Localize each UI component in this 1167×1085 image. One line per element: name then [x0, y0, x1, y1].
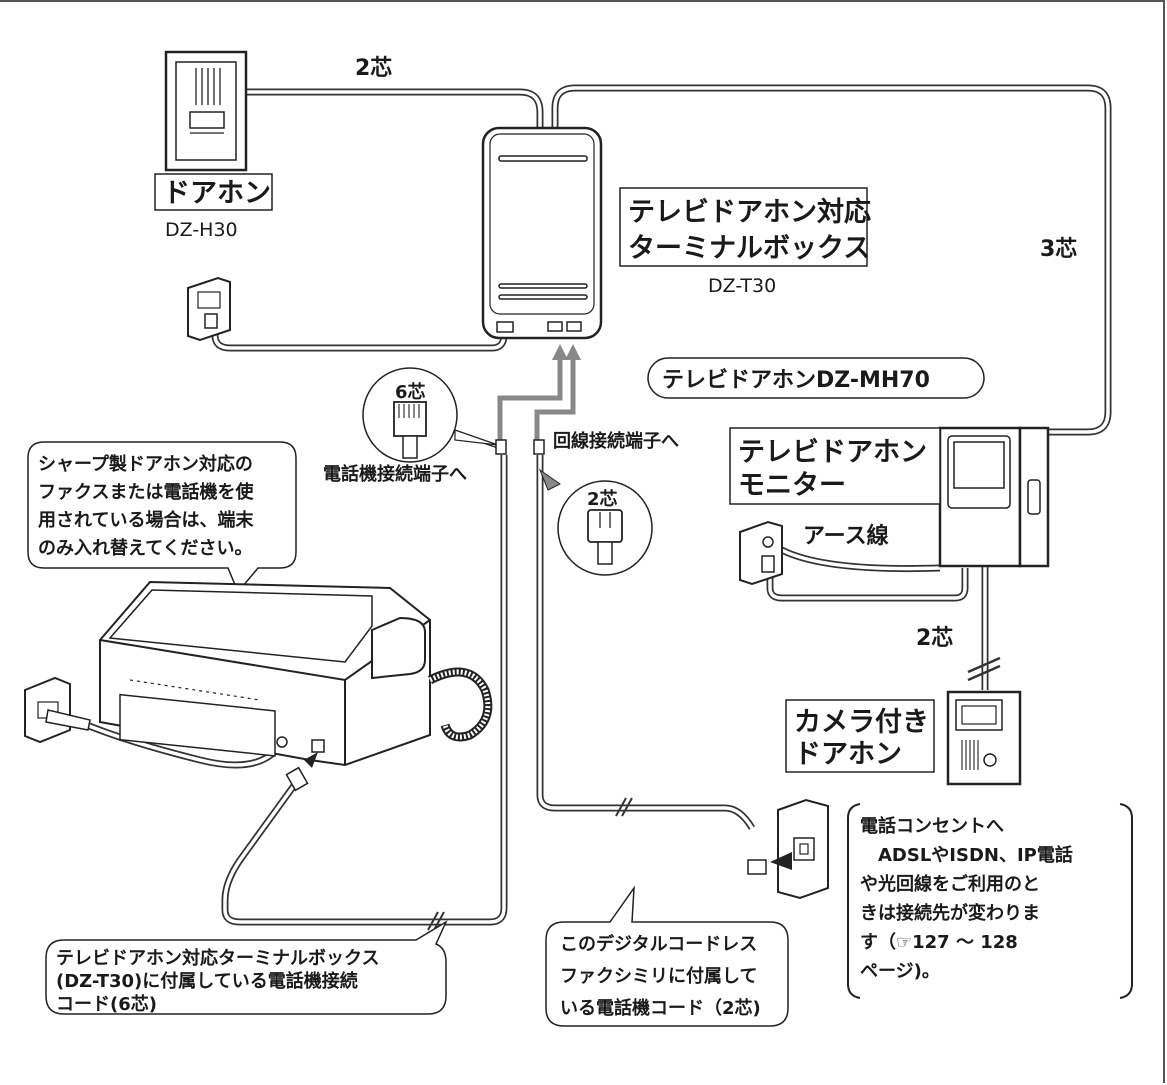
arrow-icon [304, 752, 318, 768]
outlet-note-line3: きは接続先が変わりま [860, 902, 1040, 924]
callout-sharp-line4: のみ入れ替えてください。 [38, 537, 253, 559]
cable-doorphone-to-terminal [246, 88, 544, 128]
callout-cord6-line3: コード(6芯) [56, 993, 157, 1015]
cable-6core [221, 455, 508, 926]
monitor-line1: テレビドアホン [738, 437, 927, 468]
callout-cord6-line2: (DZ-T30)に付属している電話機接続 [56, 970, 358, 992]
outlet-note-line1: ADSLやISDN、IP電話 [878, 844, 1073, 866]
monitor-device [938, 426, 1050, 568]
arrow-right-icon [770, 852, 792, 870]
callout-sharp-line2: ファクスまたは電話機を使 [38, 481, 254, 503]
doorphone-label-box: ドアホン [154, 173, 273, 211]
camera-doorphone-device [946, 690, 1022, 786]
doorphone-model: DZ-H30 [165, 219, 238, 241]
terminal-box-label-box: テレビドアホン対応 ターミナルボックス [619, 187, 871, 267]
monitor-label-box: テレビドアホン モニター [729, 427, 941, 505]
plug-6core-detail: 6芯 [362, 367, 499, 463]
outlet-note-line4: す（☞127 ～ 128 [860, 932, 1018, 953]
callout-cord6-bubble: テレビドアホン対応ターミナルボックス (DZ-T30)に付属している電話機接続 … [45, 920, 448, 1015]
monitor-line2: モニター [738, 470, 846, 501]
cable-earth [776, 544, 941, 573]
doorphone-label: ドアホン [163, 178, 271, 209]
outlet-note-title: 電話コンセントへ [860, 815, 1004, 837]
cable-monitor-power [766, 568, 969, 602]
callout-cord6-line1: テレビドアホン対応ターミナルボックス [56, 947, 379, 969]
cable-fax-power [73, 716, 283, 769]
terminal-box-line2: ターミナルボックス [628, 233, 870, 264]
arrow-up-icon [565, 344, 581, 360]
plug-2core-detail: 2芯 [538, 468, 653, 576]
callout-cord2-line1: このデジタルコードレス [560, 933, 757, 955]
port-6core-icon [495, 439, 507, 455]
callout-sharp-line1: シャープ製ドアホン対応の [38, 453, 253, 475]
callout-cord2-line2: ファクシミリに付属して [560, 965, 757, 987]
phone-outlet-icon [747, 798, 829, 900]
plug-2core-caption: 回線接続端子へ [553, 430, 679, 452]
fax-machine-illustration [24, 580, 493, 792]
cable-2core [536, 455, 756, 830]
tv-doorphone-title-pill: テレビドアホンDZ-MH70 [647, 357, 985, 399]
cable-terminal-power [211, 325, 508, 352]
cable-terminal-to-monitor [551, 84, 1112, 436]
callout-cord2-bubble: このデジタルコードレス ファクシミリに付属して いる電話機コード（2芯) [545, 885, 789, 1027]
cables [73, 84, 1112, 931]
port-routes [497, 358, 576, 440]
arrow-up-icon [552, 344, 568, 360]
terminal-box-device [481, 126, 603, 340]
callout-cord2-line3: いる電話機コード（2芯) [560, 997, 761, 1019]
cores-3-right: 3芯 [1040, 237, 1077, 262]
camera-doorphone-line1: カメラ付き [794, 707, 929, 738]
doorphone-device [164, 50, 248, 172]
earth-wire-label: アース線 [803, 523, 889, 549]
plug-2core-label: 2芯 [587, 488, 618, 510]
callout-sharp-bubble: シャープ製ドアホン対応の ファクスまたは電話機を使 用されている場合は、端末 の… [27, 441, 297, 594]
cores-2-camera: 2芯 [916, 626, 953, 651]
terminal-box-model: DZ-T30 [708, 275, 776, 297]
camera-doorphone-label-box: カメラ付き ドアホン [785, 699, 935, 773]
outlet-note-line2: や光回線をご利用のと [860, 873, 1040, 895]
callout-sharp-line3: 用されている場合は、端末 [38, 509, 254, 531]
power-outlet-icon [739, 520, 783, 586]
plug-6core-label: 6芯 [395, 381, 426, 403]
cores-2-top: 2芯 [355, 56, 392, 81]
camera-doorphone-line2: ドアホン [794, 739, 902, 770]
terminal-box-line1: テレビドアホン対応 [628, 196, 871, 228]
outlet-note-line5: ページ)。 [860, 961, 940, 982]
port-2core-icon [533, 439, 545, 455]
outlet-note: 電話コンセントへ ADSLやISDN、IP電話 や光回線をご利用のと きは接続先… [847, 803, 1133, 999]
plug-6core-caption: 電話機接続端子へ [323, 463, 467, 485]
tv-doorphone-title: テレビドアホンDZ-MH70 [662, 368, 930, 393]
power-outlet-icon [187, 276, 231, 342]
